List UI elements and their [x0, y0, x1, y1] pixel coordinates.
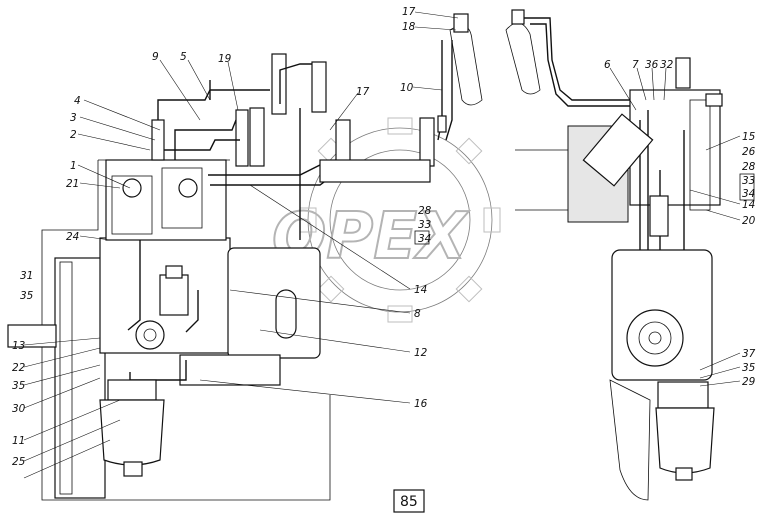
injector-pipe-clamp	[319, 159, 431, 183]
callout-31: 31	[20, 270, 33, 282]
callout-8: 8	[414, 308, 421, 320]
injectors-top	[151, 53, 435, 167]
callout-14-right: 14	[742, 199, 755, 211]
callout-13: 13	[12, 340, 25, 352]
fuel-priming-pump	[159, 274, 189, 316]
center-pipes	[319, 9, 640, 183]
callout-34-right: 34	[742, 188, 755, 200]
callout-37: 37	[742, 348, 756, 360]
callout-34-center: 34	[418, 233, 431, 245]
callout-29: 29	[742, 376, 756, 388]
callout-12: 12	[414, 347, 428, 359]
callout-7: 7	[632, 59, 639, 71]
callout-11: 11	[12, 435, 25, 447]
governor-housing	[227, 247, 321, 359]
callout-17-top: 17	[402, 6, 416, 18]
callout-17-mid: 17	[356, 86, 370, 98]
top-fitting-right	[511, 9, 525, 25]
callout-22: 22	[12, 362, 26, 374]
right-injector	[582, 113, 654, 187]
callout-20: 20	[742, 215, 756, 227]
callout-32: 32	[660, 59, 674, 71]
callout-21: 21	[66, 178, 79, 190]
callout-35-lower: 35	[12, 380, 26, 392]
page-number-box: 85	[393, 489, 425, 513]
callout-33-center: 33	[418, 219, 431, 231]
shaft-end	[7, 324, 57, 348]
callout-25: 25	[12, 456, 26, 468]
callout-15: 15	[742, 131, 756, 143]
flywheel-housing-plate	[54, 257, 106, 499]
callout-24: 24	[66, 231, 79, 243]
fuel-filter-right	[655, 407, 715, 474]
callout-30: 30	[12, 403, 26, 415]
callouts-center: 17 18 10 17 28 33 34 14 8 12 16	[356, 6, 432, 410]
callouts-right: 6 7 36 32 15 26 28 33 34 14 20 37 35 29	[604, 59, 756, 388]
right-engine-assembly	[567, 57, 723, 501]
callout-35-right: 35	[742, 362, 756, 374]
pump-bracket	[179, 354, 281, 386]
callout-28-center: 28	[418, 205, 432, 217]
right-pump-drive	[626, 309, 684, 367]
callout-26: 26	[742, 146, 756, 158]
callout-3: 3	[70, 112, 77, 124]
callout-2: 2	[70, 129, 77, 141]
pump-drive-cover	[135, 320, 165, 350]
callout-6: 6	[604, 59, 611, 71]
callout-4: 4	[74, 95, 81, 107]
page-number: 85	[400, 494, 418, 510]
callout-14-center: 14	[414, 284, 427, 296]
top-fitting-left	[453, 13, 469, 33]
callout-10: 10	[400, 82, 414, 94]
fuel-filter-left	[99, 379, 165, 477]
left-engine-assembly	[7, 53, 435, 499]
callout-16: 16	[414, 398, 428, 410]
callout-36: 36	[645, 59, 659, 71]
callout-5: 5	[180, 51, 187, 63]
callout-35-upper: 35	[20, 290, 34, 302]
callout-33-right: 33	[742, 175, 755, 187]
callouts-left: 1 2 3 4 9 5 19 21 24 31 35 13 22 35 30 1…	[12, 51, 232, 468]
watermark: OPEX	[271, 117, 501, 323]
callout-19: 19	[218, 53, 232, 65]
injection-pump-head	[105, 159, 227, 241]
leader-lines	[23, 11, 741, 479]
callout-28-right: 28	[742, 161, 756, 173]
callout-1: 1	[70, 160, 77, 172]
callout-9: 9	[152, 51, 159, 63]
callout-18: 18	[402, 21, 416, 33]
